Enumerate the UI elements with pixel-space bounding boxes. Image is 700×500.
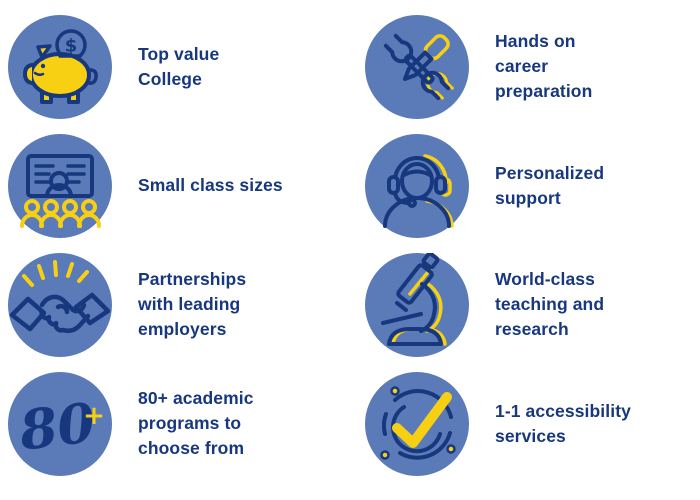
coin-dollar-text: $ [65, 35, 78, 56]
plus-text: + [83, 401, 105, 431]
eighty-text: 80 [15, 390, 98, 463]
feature-label: Small class sizes [138, 175, 283, 195]
headset-icon [383, 153, 454, 228]
eighty-plus-icon: 80 + [15, 390, 105, 463]
feature-hands-on-career: Hands on career preparation [352, 7, 700, 126]
check-circle-icon [380, 385, 456, 460]
feature-label: Personalized support [495, 162, 605, 208]
icon-circle: $ [8, 14, 112, 119]
feature-top-value-college: $ Top value College [0, 7, 352, 126]
icon-circle [8, 252, 112, 357]
icon-circle [365, 133, 469, 238]
tools-icon [383, 33, 454, 100]
icon-circle [365, 252, 469, 357]
piggy-bank-icon: $ [22, 28, 98, 104]
feature-personalized-support: Personalized support [352, 126, 700, 245]
icon-circle [365, 371, 469, 476]
feature-label: 80+ academic programs to choose from [138, 388, 254, 458]
feature-small-class-sizes: Small class sizes [0, 126, 352, 245]
feature-label: World-class teaching and research [495, 269, 605, 339]
feature-partnerships-employers: Partnerships with leading employers [0, 245, 352, 364]
feature-label: 1-1 accessibility services [495, 400, 631, 446]
icon-circle [8, 133, 112, 238]
feature-accessibility-services: 1-1 accessibility services [352, 364, 700, 483]
feature-academic-programs: 80 + 80+ academic programs to choose fro… [0, 364, 352, 483]
classroom-icon [20, 153, 101, 228]
handshake-icon [9, 259, 111, 333]
feature-label: Partnerships with leading employers [138, 269, 247, 339]
feature-label: Top value College [138, 43, 220, 89]
microscope-icon [381, 252, 447, 346]
feature-world-class-teaching: World-class teaching and research [352, 245, 700, 364]
icon-circle: 80 + [8, 371, 112, 476]
feature-label: Hands on career preparation [495, 31, 593, 101]
icon-circle [365, 14, 469, 119]
features-infographic: $ Top value College [0, 7, 700, 483]
